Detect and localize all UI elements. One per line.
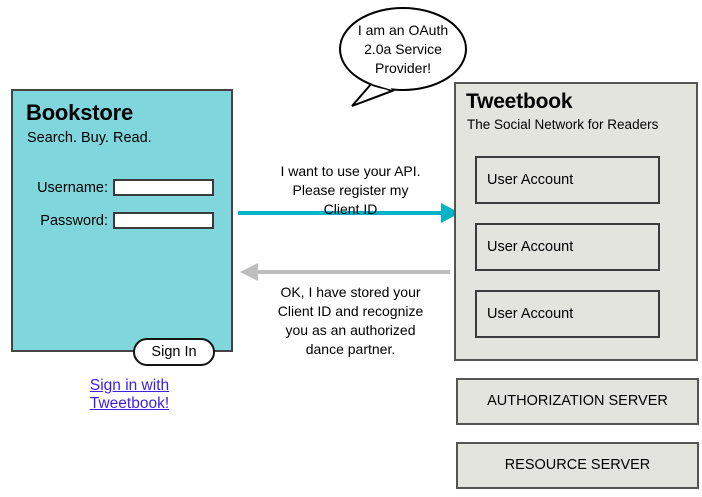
speech-bubble-line-1: I am an OAuth bbox=[357, 22, 449, 38]
user-account-box[interactable]: User Account bbox=[475, 223, 660, 271]
response-line-1: OK, I have stored your bbox=[280, 284, 421, 300]
resource-server-box[interactable]: RESOURCE SERVER bbox=[456, 442, 699, 489]
speech-bubble-tail-join bbox=[372, 78, 392, 90]
speech-bubble-text: I am an OAuth 2.0a Service Provider! bbox=[341, 21, 465, 78]
user-account-box[interactable]: User Account bbox=[475, 156, 660, 204]
authorization-server-box[interactable]: AUTHORIZATION SERVER bbox=[456, 378, 699, 425]
username-label: Username: bbox=[37, 179, 108, 196]
response-message-label: OK, I have stored your Client ID and rec… bbox=[243, 283, 458, 359]
response-arrow bbox=[240, 263, 450, 281]
user-account-label: User Account bbox=[487, 306, 574, 322]
provider-title: Tweetbook bbox=[466, 90, 573, 113]
speech-bubble-line-3: Provider! bbox=[374, 60, 432, 76]
oauth-link-line-1: Sign in with bbox=[89, 377, 170, 394]
request-line-1: I want to use your API. bbox=[280, 163, 421, 179]
password-input[interactable] bbox=[113, 212, 214, 229]
sign-in-with-tweetbook-link[interactable]: Sign in with Tweetbook! bbox=[13, 377, 246, 413]
request-line-3: Client ID bbox=[323, 201, 378, 217]
speech-bubble bbox=[339, 7, 467, 91]
request-arrow bbox=[238, 203, 460, 223]
client-panel-bookstore: Bookstore Search. Buy. Read. Username: P… bbox=[11, 89, 233, 412]
speech-bubble-line-2: 2.0a Service bbox=[364, 41, 442, 57]
response-line-2: Client ID and recognize bbox=[277, 303, 424, 319]
oauth-link-line-2: Tweetbook! bbox=[89, 395, 170, 412]
username-row: Username: bbox=[13, 179, 231, 196]
password-row: Password: bbox=[13, 212, 231, 229]
response-line-4: dance partner. bbox=[305, 341, 396, 357]
user-account-label: User Account bbox=[487, 172, 574, 188]
password-label: Password: bbox=[40, 212, 108, 229]
response-line-3: you as an authorized bbox=[285, 322, 416, 338]
user-account-box[interactable]: User Account bbox=[475, 290, 660, 338]
request-line-2: Please register my bbox=[292, 182, 409, 198]
request-message-label: I want to use your API. Please register … bbox=[243, 162, 458, 219]
provider-tagline: The Social Network for Readers bbox=[467, 117, 659, 132]
username-input[interactable] bbox=[113, 179, 214, 196]
sign-in-button[interactable]: Sign In bbox=[133, 338, 215, 366]
client-title: Bookstore bbox=[26, 100, 133, 125]
client-tagline: Search. Buy. Read. bbox=[27, 130, 152, 146]
provider-panel-tweetbook: Tweetbook The Social Network for Readers… bbox=[454, 82, 698, 361]
user-account-label: User Account bbox=[487, 239, 574, 255]
